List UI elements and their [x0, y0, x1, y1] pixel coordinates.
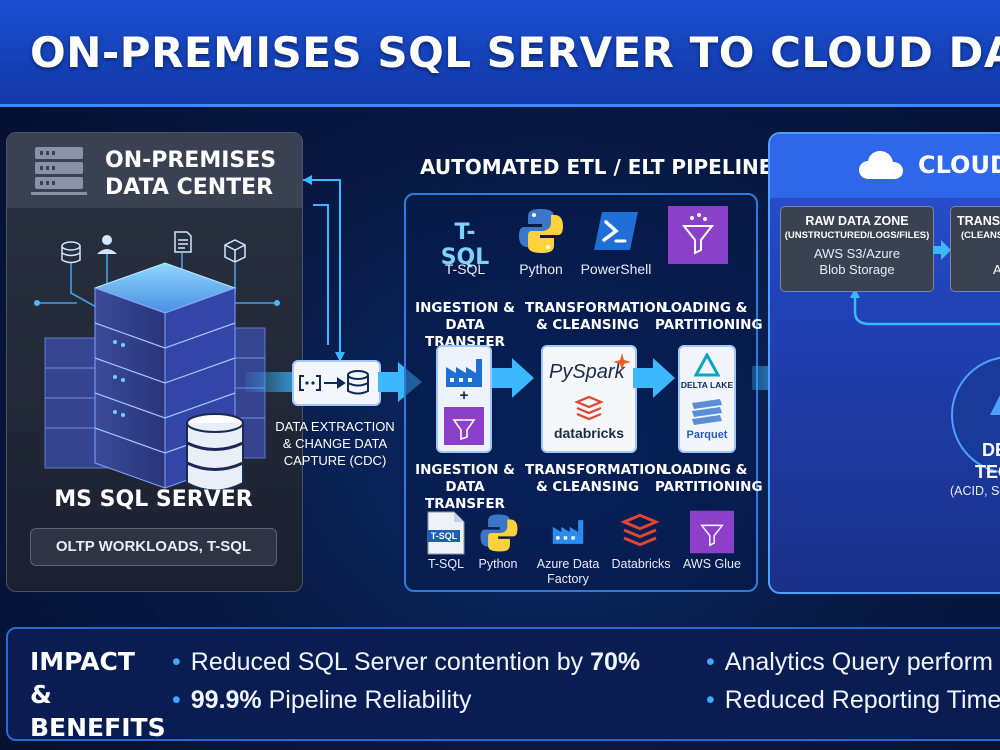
tool-powershell-label: PowerShell	[580, 261, 652, 277]
parquet-icon	[692, 399, 722, 425]
transform-zone-storage: A	[993, 262, 1000, 277]
etl-heading: AUTOMATED ETL / ELT PIPELINES	[420, 155, 787, 179]
zone-arrow	[933, 240, 951, 260]
database-icon	[186, 413, 244, 492]
bottom-tool-python-label: Python	[478, 557, 518, 571]
flow-arrow-4	[633, 358, 675, 398]
python-icon	[519, 209, 563, 253]
transform-zone-sub: (CLEANS	[961, 230, 1000, 241]
benefit-contention: •Reduced SQL Server contention by 70%	[172, 648, 641, 676]
raw-zone-title: RAW DATA ZONE	[805, 214, 909, 228]
stage-ingestion-top: INGESTION & DATA TRANSFER	[415, 300, 515, 350]
cdc-card	[292, 360, 381, 406]
flow-arrow-2	[378, 362, 422, 402]
page-title: ON-PREMISES SQL SERVER TO CLOUD DATA LAK…	[30, 28, 1000, 77]
bottom-tool-glue-label: AWS Glue	[683, 557, 741, 571]
transform-zone: TRANSF (CLEANS A	[950, 206, 1000, 292]
cloud-heading: CLOUD D	[918, 151, 1000, 179]
databricks-icon-bottom	[620, 513, 660, 547]
impact-panel	[6, 627, 1000, 741]
delta-lake-icon	[694, 353, 720, 377]
flow-arrow-3	[492, 358, 534, 398]
delta-label: DE	[982, 440, 1000, 460]
server-rack-icon	[31, 147, 87, 195]
parquet-text: Parquet	[686, 429, 728, 441]
benefit-reliability: •99.9% Pipeline Reliability	[172, 686, 472, 714]
python-icon-bottom	[480, 514, 518, 552]
bottom-tool-tsql-label: T-SQL	[427, 557, 465, 571]
tool-tsql-label: T-SQL	[444, 261, 486, 277]
database-mini-icon	[61, 241, 81, 264]
raw-zone-storage: AWS S3/Azure Blob Storage	[813, 246, 901, 277]
bullet-dot: •	[172, 648, 181, 676]
onprem-panel: ON-PREMISES DATA CENTER	[6, 132, 303, 592]
loading-card: DELTA LAKE Parquet	[678, 345, 736, 453]
benefit-reporting-time: •Reduced Reporting Time	[706, 686, 1000, 714]
databricks-icon	[574, 395, 604, 421]
stage-ingestion-bottom: INGESTION & DATA TRANSFER	[415, 462, 515, 512]
raw-zone-sub: (UNSTRUCTURED/LOGS/FILES)	[784, 230, 930, 241]
powershell-icon	[594, 212, 638, 250]
stage-transformation-top: TRANSFORMATION & CLEANSING	[525, 300, 668, 333]
benefit-query-performance: •Analytics Query perform	[706, 648, 993, 676]
delta-sub: (ACID, Sc	[950, 484, 1000, 498]
title-banner: ON-PREMISES SQL SERVER TO CLOUD DATA LAK…	[0, 0, 1000, 107]
cube-mini-icon	[224, 239, 246, 263]
sql-server-illustration	[44, 262, 266, 492]
azure-data-factory-icon	[552, 520, 584, 544]
bullet-dot: •	[706, 686, 715, 714]
transform-zone-title: TRANSF	[957, 214, 1000, 228]
onprem-heading: ON-PREMISES DATA CENTER	[105, 148, 277, 200]
cloud-header: CLOUD D	[770, 134, 1000, 198]
ingestion-card: +	[436, 345, 492, 453]
stage-loading-top: LOADING & PARTITIONING	[655, 300, 763, 333]
impact-title: IMPACT & BENEFITS	[30, 647, 166, 742]
glue-mini-icon	[444, 407, 484, 445]
data-factory-icon	[446, 359, 482, 387]
transformation-card: PySpark databricks	[541, 345, 637, 453]
user-mini-icon	[97, 235, 117, 254]
spark-star-icon	[613, 353, 631, 371]
bottom-tool-databricks-label: Databricks	[611, 557, 671, 571]
oltp-badge: OLTP WORKLOADS, T-SQL	[30, 528, 277, 566]
databricks-logo-text: databricks	[553, 425, 625, 441]
tool-python-label: Python	[519, 261, 563, 277]
aws-glue-icon-top	[668, 206, 728, 264]
cdc-label: DATA EXTRACTION & CHANGE DATA CAPTURE (C…	[275, 419, 395, 468]
pyspark-logo: PySpark	[549, 361, 625, 383]
raw-data-zone: RAW DATA ZONE (UNSTRUCTURED/LOGS/FILES) …	[780, 206, 934, 292]
delta-lake-text: DELTA LAKE	[680, 380, 734, 390]
tsql-file-icon	[427, 511, 465, 555]
cloud-icon	[859, 151, 903, 179]
bullet-dot: •	[706, 648, 715, 676]
delta-circle	[951, 356, 1000, 474]
bottom-tool-adf-label: Azure Data Factory	[536, 557, 600, 586]
stage-transformation-bottom: TRANSFORMATION & CLEANSING	[525, 462, 668, 495]
cloud-loop-arrow	[850, 292, 1000, 326]
onprem-header: ON-PREMISES DATA CENTER	[7, 133, 302, 208]
sql-server-label: MS SQL SERVER	[54, 487, 253, 512]
extract-to-database-icon	[299, 370, 369, 395]
tsql-file-text: T-SQL	[430, 531, 458, 541]
plus-sign: +	[459, 387, 469, 404]
stage-loading-bottom: LOADING & PARTITIONING	[655, 462, 763, 495]
aws-glue-icon-bottom	[690, 510, 734, 554]
delta-label-2: TEC	[975, 462, 1000, 482]
bullet-dot: •	[172, 686, 181, 714]
feedback-arrow	[303, 175, 345, 362]
document-mini-icon	[174, 231, 192, 253]
tsql-logo: T-SQL	[440, 220, 490, 270]
